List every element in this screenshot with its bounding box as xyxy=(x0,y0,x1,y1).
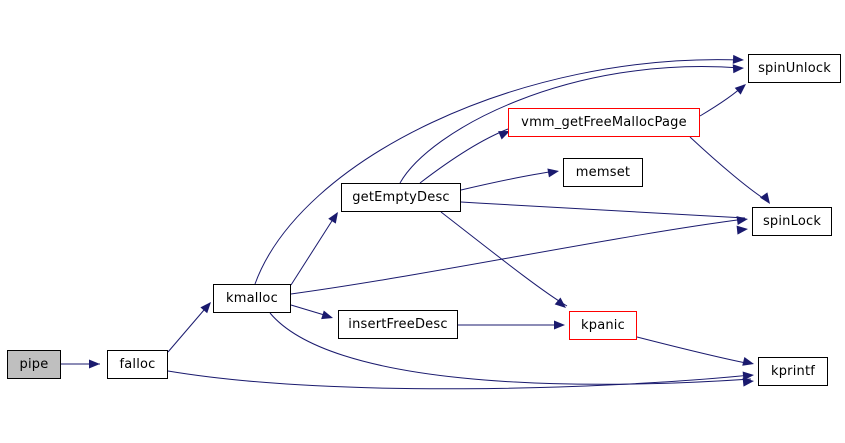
arrowhead-ah-kprintf-2 xyxy=(742,371,754,381)
node-memset[interactable]: memset xyxy=(563,158,643,187)
arrowhead-ah-falloc xyxy=(89,359,100,369)
node-label-falloc: falloc xyxy=(119,357,156,372)
arrowhead-ah-kprintf-1 xyxy=(742,356,754,366)
arrowhead-ah-spinLock-2 xyxy=(736,225,748,235)
node-label-pipe: pipe xyxy=(19,357,49,372)
node-label-insertFreeDesc: insertFreeDesc xyxy=(348,317,448,332)
arrowhead-ah-kpanic-2 xyxy=(554,320,565,330)
edge-kmalloc-getEmptyDesc xyxy=(290,212,338,286)
arrowhead-ah-spinUnlock-3 xyxy=(734,84,746,95)
node-spinUnlock[interactable]: spinUnlock xyxy=(748,54,841,83)
node-insertFreeDesc[interactable]: insertFreeDesc xyxy=(338,310,458,339)
node-label-kprintf: kprintf xyxy=(770,364,816,379)
arrowhead-ah-spinLock-1 xyxy=(736,216,748,225)
arrowhead-ah-memset xyxy=(547,168,559,178)
node-label-vmm_getFreeMallocPage: vmm_getFreeMallocPage xyxy=(521,115,687,130)
node-kmalloc[interactable]: kmalloc xyxy=(213,284,291,313)
edge-kmalloc-spinLock xyxy=(290,218,746,295)
node-kprintf[interactable]: kprintf xyxy=(758,357,828,386)
arrowhead-ah-spinLock-3 xyxy=(760,192,770,204)
node-label-memset: memset xyxy=(575,165,631,180)
node-kpanic[interactable]: kpanic xyxy=(569,311,637,340)
edge-falloc-kprintf xyxy=(167,370,752,390)
edge-getEmptyDesc-memset xyxy=(460,170,557,191)
edge-falloc-kmalloc xyxy=(167,302,211,353)
node-vmm_getFreeMallocPage[interactable]: vmm_getFreeMallocPage xyxy=(508,108,700,137)
arrowhead-ah-vmm xyxy=(498,131,510,140)
arrowhead-ah-kprintf-3 xyxy=(742,377,754,387)
node-label-spinUnlock: spinUnlock xyxy=(758,61,831,76)
node-pipe[interactable]: pipe xyxy=(7,350,61,379)
arrowhead-ah-insertFreeDesc xyxy=(321,310,333,320)
arrowhead-ah-spinUnlock-1 xyxy=(732,54,744,64)
node-label-getEmptyDesc: getEmptyDesc xyxy=(352,190,450,205)
edge-kmalloc-spinUnlock xyxy=(254,59,742,285)
node-falloc[interactable]: falloc xyxy=(107,350,168,379)
edge-getEmptyDesc-kpanic xyxy=(440,211,568,307)
edge-getEmptyDesc-vmm xyxy=(419,128,509,184)
node-getEmptyDesc[interactable]: getEmptyDesc xyxy=(341,183,461,212)
node-spinLock[interactable]: spinLock xyxy=(752,207,832,236)
edge-kmalloc-kprintf xyxy=(269,312,752,385)
node-label-kpanic: kpanic xyxy=(581,318,625,333)
edge-kpanic-kprintf xyxy=(636,336,752,365)
arrowhead-ah-kpanic-1 xyxy=(554,297,566,308)
arrowhead-ah-spinUnlock-2 xyxy=(732,64,744,74)
edge-getEmptyDesc-spinLock xyxy=(460,201,746,219)
arrowhead-ah-getEmptyDesc xyxy=(328,212,338,224)
arrowhead-ah-kmalloc xyxy=(200,302,211,314)
node-label-kmalloc: kmalloc xyxy=(226,291,278,306)
edge-vmm-spinLock xyxy=(689,136,767,201)
edge-getEmptyDesc-spinUnlock xyxy=(399,66,742,184)
node-label-spinLock: spinLock xyxy=(762,214,822,229)
